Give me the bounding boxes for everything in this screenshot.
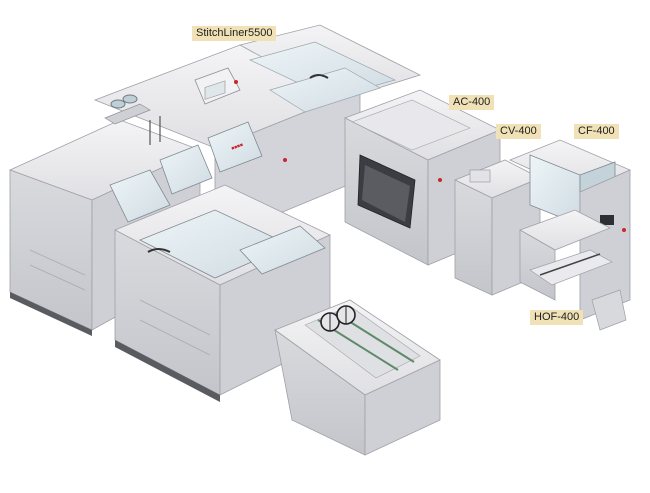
label-cv-400: CV-400 — [496, 124, 541, 139]
hof-400-unit — [519, 209, 613, 301]
cf-400-unit — [508, 139, 632, 331]
output-conveyor — [274, 299, 441, 456]
label-stitchliner5500: StitchLiner5500 — [192, 26, 277, 41]
label-hof-400: HOF-400 — [530, 310, 584, 325]
label-cf-400: CF-400 — [574, 124, 619, 139]
svg-text:■■■■: ■■■■ — [231, 142, 244, 152]
front-stitcher — [114, 184, 331, 402]
label-ac-400: AC-400 — [449, 95, 495, 110]
